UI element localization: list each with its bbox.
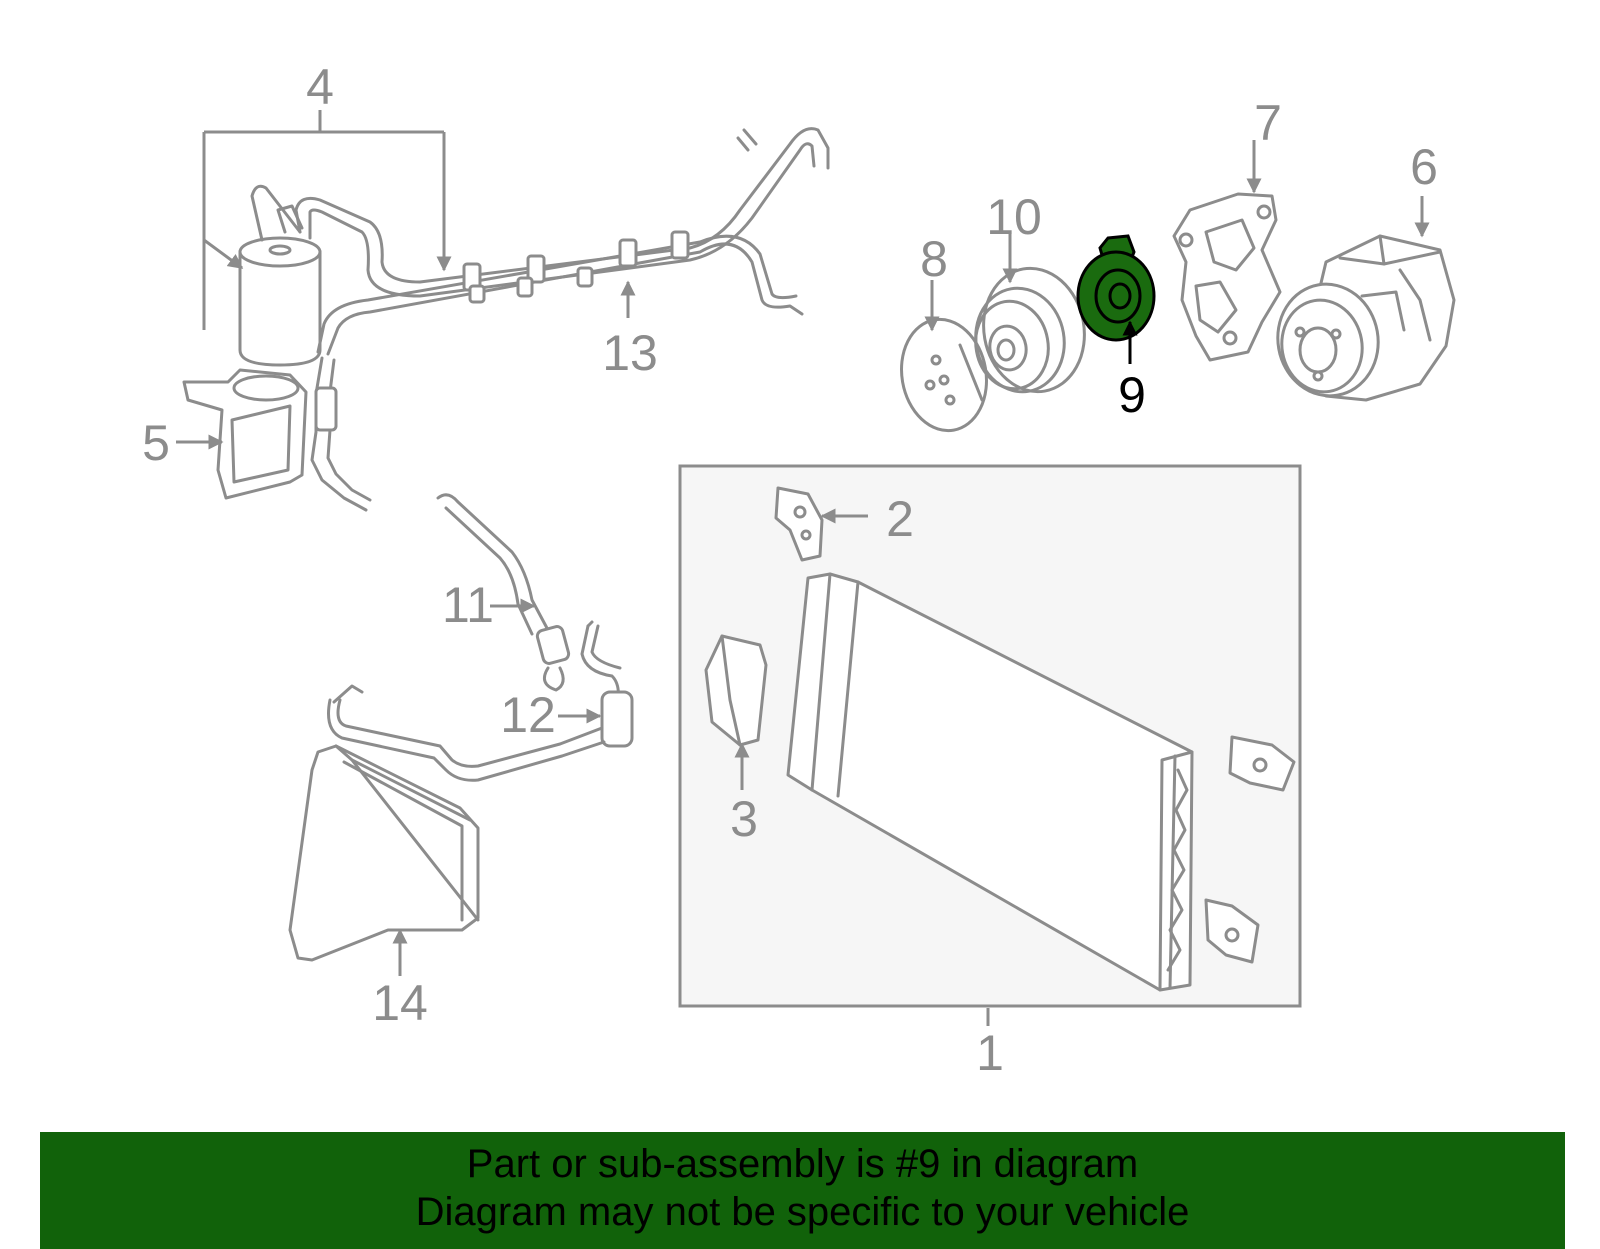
discharge-line-part[interactable]: [327, 620, 634, 782]
callout-2[interactable]: 2: [886, 491, 914, 547]
callout-10[interactable]: 10: [986, 189, 1042, 245]
callout-8[interactable]: 8: [920, 231, 948, 287]
compressor-part[interactable]: [1269, 234, 1456, 404]
callout-12[interactable]: 12: [500, 687, 556, 743]
accumulator-bracket-part[interactable]: [182, 368, 308, 500]
callout-3[interactable]: 3: [730, 791, 758, 847]
pulley-part[interactable]: [968, 260, 1094, 399]
compressor-bracket-part[interactable]: [1172, 192, 1282, 362]
callout-7[interactable]: 7: [1254, 95, 1282, 151]
condenser-bracket-right-upper[interactable]: [1228, 735, 1296, 792]
clutch-coil-part[interactable]: [1076, 234, 1156, 342]
banner-line-2: Diagram may not be specific to your vehi…: [415, 1190, 1190, 1234]
condenser-part[interactable]: [786, 572, 1194, 992]
callout-1[interactable]: 1: [976, 1025, 1004, 1081]
suction-hose-part[interactable]: [436, 493, 571, 692]
callout-4[interactable]: 4: [306, 59, 334, 115]
condenser-bracket-right-lower[interactable]: [1204, 898, 1260, 964]
callout-14[interactable]: 14: [372, 975, 428, 1031]
callout-13[interactable]: 13: [602, 325, 658, 381]
banner-line-1: Part or sub-assembly is #9 in diagram: [466, 1142, 1139, 1186]
hose-assembly-part[interactable]: [294, 127, 830, 512]
callout-9[interactable]: 9: [1118, 367, 1146, 423]
callout-11[interactable]: 11: [442, 577, 494, 633]
callout-leaders: [176, 110, 1430, 1026]
callout-numbers: 4 5 7 6 8 10 9 13 2 3 1 11 12 14: [142, 59, 1438, 1081]
info-banner: Part or sub-assembly is #9 in diagram Di…: [40, 1132, 1565, 1249]
callout-5[interactable]: 5: [142, 415, 170, 471]
accumulator-part[interactable]: [238, 184, 322, 367]
evaporator-part[interactable]: [288, 744, 480, 962]
condenser-bracket-upper[interactable]: [774, 486, 824, 562]
callout-6[interactable]: 6: [1410, 139, 1438, 195]
condenser-group[interactable]: [678, 464, 1302, 1008]
clutch-plate-part[interactable]: [893, 313, 995, 438]
